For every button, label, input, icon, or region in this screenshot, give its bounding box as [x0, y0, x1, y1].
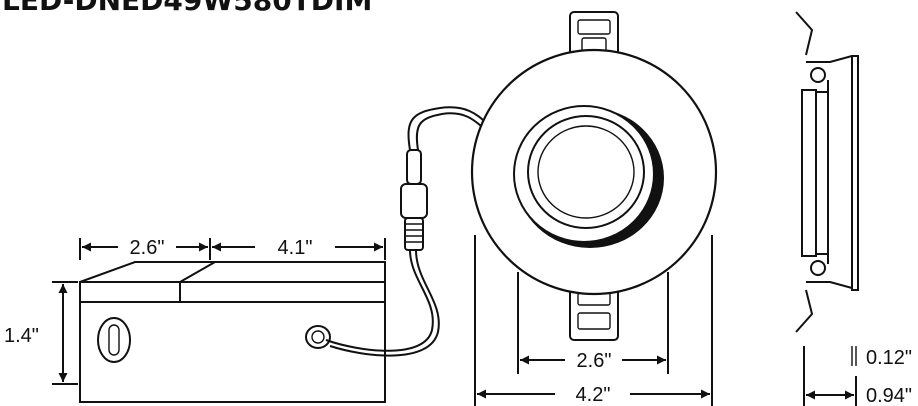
inner-diameter-label: 2.6"	[577, 350, 612, 372]
flange-side	[851, 55, 859, 291]
recessed-light-side	[795, 11, 859, 333]
dimension-box-height: 1.4"	[4, 281, 78, 385]
total-depth-label: 0.94"	[866, 385, 912, 406]
lens	[527, 115, 645, 229]
junction-box-lid	[79, 281, 386, 303]
cable-connector	[404, 217, 424, 251]
dimension-outer-diameter: 4.2"	[474, 235, 713, 406]
knockout-slot-icon	[97, 317, 131, 363]
junction-box-body	[79, 301, 386, 403]
box-height-label: 1.4"	[4, 325, 39, 347]
housing-side	[801, 89, 817, 257]
dimension-box-length: 4.1"	[212, 237, 386, 260]
recessed-light-front	[470, 11, 718, 341]
product-model-title: LED-DNED49W580TDIM	[2, 0, 372, 17]
cable-grommet	[305, 325, 331, 349]
junction-box-top-back	[79, 261, 386, 283]
flange-thickness-label: 0.12"	[866, 347, 912, 369]
box-width-label: 2.6"	[130, 237, 165, 259]
power-cable	[325, 106, 491, 357]
dimension-inner-diameter: 2.6"	[517, 272, 669, 374]
box-length-label: 4.1"	[278, 237, 313, 259]
dimension-total-depth: 0.94"	[803, 346, 912, 406]
junction-box	[79, 261, 386, 403]
dimension-box-width: 2.6"	[79, 237, 211, 260]
dimension-flange-thickness: 0.12"	[851, 346, 912, 369]
outer-diameter-label: 4.2"	[576, 384, 611, 406]
